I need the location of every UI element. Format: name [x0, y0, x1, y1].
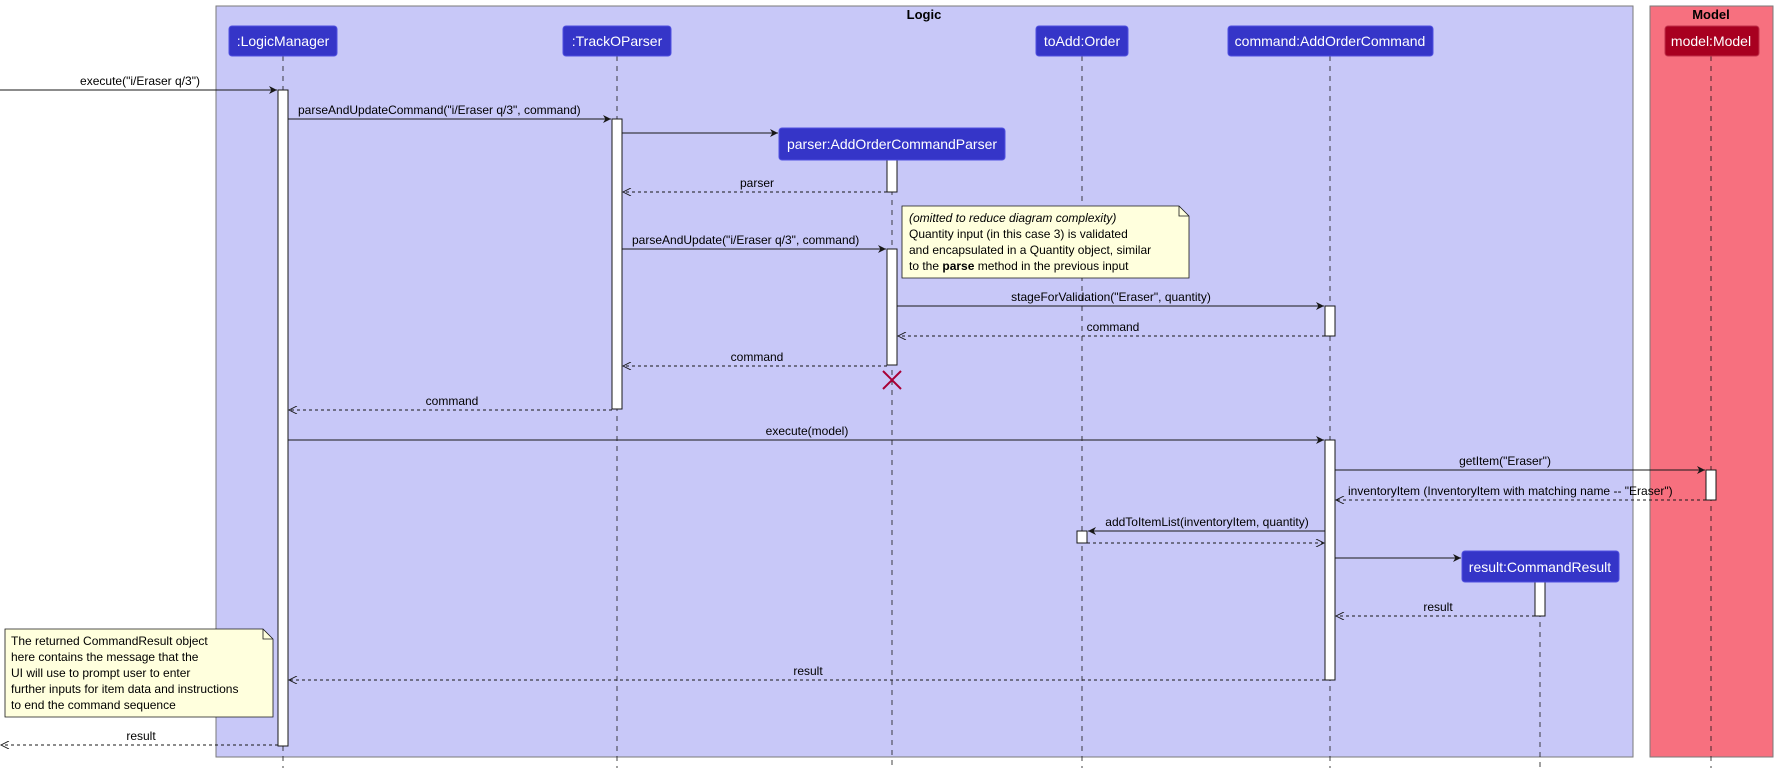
svg-text:here contains the message that: here contains the message that the — [11, 650, 199, 664]
participant-to-add: toAdd:Order — [1035, 25, 1129, 57]
svg-text:Quantity input (in this case 3: Quantity input (in this case 3) is valid… — [909, 227, 1128, 241]
label-get-item: getItem("Eraser") — [1459, 454, 1551, 468]
svg-text::LogicManager: :LogicManager — [237, 33, 330, 49]
participant-aoc-parser: parser:AddOrderCommandParser — [778, 127, 1006, 161]
activation-model — [1705, 469, 1717, 501]
activation-aoc-parser-1 — [886, 159, 898, 193]
label-return-command-1: command — [1087, 320, 1140, 334]
svg-text:result:CommandResult: result:CommandResult — [1469, 559, 1611, 575]
svg-text:(omitted to reduce diagram com: (omitted to reduce diagram complexity) — [909, 211, 1116, 225]
label-add-to-item-list: addToItemList(inventoryItem, quantity) — [1105, 515, 1308, 529]
svg-text:command:AddOrderCommand: command:AddOrderCommand — [1235, 33, 1426, 49]
label-execute: execute("i/Eraser q/3") — [80, 74, 200, 88]
svg-text:parser:AddOrderCommandParser: parser:AddOrderCommandParser — [787, 136, 997, 152]
activation-aoc-parser-2 — [886, 248, 898, 366]
svg-text:toAdd:Order: toAdd:Order — [1044, 33, 1121, 49]
label-parse-and-update: parseAndUpdate("i/Eraser q/3", command) — [632, 233, 859, 247]
participant-logic-manager: :LogicManager — [228, 25, 338, 57]
label-return-inventory-item: inventoryItem (InventoryItem with matchi… — [1348, 484, 1673, 498]
svg-text:UI will use to prompt user to: UI will use to prompt user to enter — [11, 666, 190, 680]
svg-text:model:Model: model:Model — [1671, 33, 1751, 49]
svg-text:The returned CommandResult obj: The returned CommandResult object — [11, 634, 208, 648]
label-return-result-3: result — [126, 729, 156, 743]
activation-to-add — [1076, 530, 1088, 544]
activation-command-1 — [1324, 305, 1336, 337]
note-result-details: The returned CommandResult object here c… — [4, 628, 274, 718]
destroy-mark-icon — [882, 370, 902, 390]
participant-model: model:Model — [1664, 25, 1760, 57]
svg-text:to the parse method in the pre: to the parse method in the previous inpu… — [909, 259, 1129, 273]
label-return-parser: parser — [740, 176, 774, 190]
label-return-command-3: command — [426, 394, 479, 408]
logic-group-title: Logic — [907, 7, 942, 22]
activation-result — [1534, 581, 1546, 617]
note-parse-details: (omitted to reduce diagram complexity) Q… — [901, 205, 1190, 279]
activation-parser — [611, 118, 623, 410]
participant-parser: :TrackOParser — [562, 25, 672, 57]
svg-text:and encapsulated in a Quantity: and encapsulated in a Quantity object, s… — [909, 243, 1151, 257]
activation-command-2 — [1324, 439, 1336, 681]
participant-result: result:CommandResult — [1461, 550, 1620, 583]
activation-logic-manager — [277, 89, 289, 747]
svg-text:further inputs for item data a: further inputs for item data and instruc… — [11, 682, 238, 696]
label-stage-for-validation: stageForValidation("Eraser", quantity) — [1011, 290, 1211, 304]
label-return-command-2: command — [731, 350, 784, 364]
label-parse-and-update-command: parseAndUpdateCommand("i/Eraser q/3", co… — [298, 103, 581, 117]
label-execute-model: execute(model) — [766, 424, 849, 438]
label-return-result-2: result — [793, 664, 823, 678]
model-group-box — [1649, 5, 1774, 758]
svg-text::TrackOParser: :TrackOParser — [572, 33, 663, 49]
participant-command: command:AddOrderCommand — [1227, 25, 1434, 57]
model-group-title: Model — [1692, 7, 1730, 22]
label-return-result-1: result — [1423, 600, 1453, 614]
svg-text:to end the command sequence: to end the command sequence — [11, 698, 176, 712]
